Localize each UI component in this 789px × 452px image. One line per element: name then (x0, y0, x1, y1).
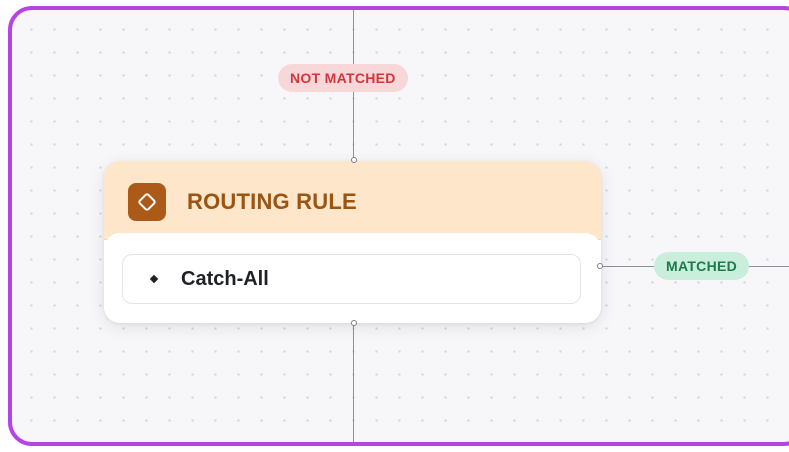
rule-label: Catch-All (181, 267, 269, 290)
connector-line-bottom (353, 322, 354, 442)
node-body: Catch-All (104, 233, 601, 323)
diamond-icon (128, 183, 166, 221)
diamond-bullet-icon (145, 270, 163, 288)
input-port-top[interactable] (351, 157, 357, 163)
node-title: ROUTING RULE (187, 189, 357, 214)
not-matched-badge[interactable]: NOT MATCHED (278, 64, 408, 92)
output-port-right[interactable] (597, 263, 603, 269)
output-port-bottom[interactable] (351, 320, 357, 326)
rule-item-catch-all[interactable]: Catch-All (122, 254, 581, 304)
workflow-canvas[interactable]: NOT MATCHED MATCHED ROUTING RULE Catch-A… (8, 6, 789, 446)
node-header[interactable]: ROUTING RULE (104, 161, 601, 240)
routing-rule-node[interactable]: ROUTING RULE Catch-All (104, 161, 601, 323)
matched-badge[interactable]: MATCHED (654, 252, 750, 280)
